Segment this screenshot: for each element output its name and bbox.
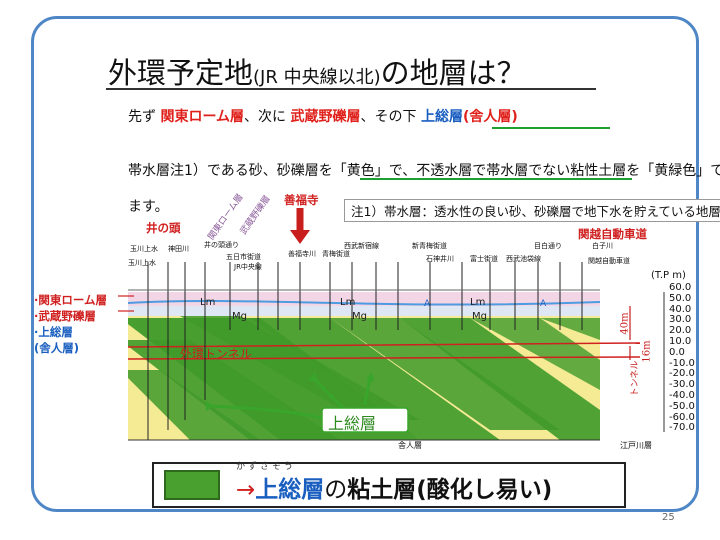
clay-stripes: [128, 316, 600, 440]
axis-tick-label: 30.0: [669, 314, 692, 326]
gravel-band: [128, 306, 600, 316]
shirato-label: 舎人層: [398, 441, 422, 450]
axis-tick-label: -60.0: [669, 411, 695, 423]
axis-tick-label: -10.0: [669, 357, 695, 369]
loam-band: [128, 292, 600, 306]
kazusa-arrowhead-1: [206, 401, 214, 411]
caption-line-1: 帯水層注1）である砂、砂礫層を「黄色」で、不透水層で帯水層でない粘性土層を「黄緑…: [128, 163, 720, 179]
intro-kazusa: 上総層: [420, 109, 463, 125]
caption-underline: [360, 178, 632, 180]
road-label-15: 関越自動車道: [588, 257, 630, 265]
road-label-9: 新青梅街道: [412, 242, 447, 250]
layer-mg-2: Mg: [352, 311, 367, 322]
title-main-a: 外環予定地: [108, 56, 254, 90]
legend-ruby: かずさそう: [236, 462, 297, 472]
axis-tick-label: -70.0: [669, 422, 695, 434]
intro-underline: [492, 127, 610, 129]
axis-tick-label: -40.0: [669, 390, 695, 401]
axis-tick-label: 0.0: [669, 346, 685, 358]
legend-clay: 粘土層: [347, 477, 417, 503]
axis-tick-label: 10.0: [669, 336, 692, 347]
legend-box: [152, 462, 626, 508]
title-paren: (JR 中央線以北): [253, 67, 381, 88]
road-label-8: 西武新宿線: [344, 242, 379, 250]
axis-tick-label: -50.0: [669, 400, 695, 412]
label-inokashira: 井の頭: [146, 221, 181, 235]
road-label-2: 神田川: [168, 245, 189, 253]
legend-text: →上総層の粘土層(酸化し易い): [236, 470, 552, 504]
kazusa-handwritten-label: 上総層: [328, 414, 377, 433]
depth-label-tunnel: トンネル: [630, 360, 641, 397]
intro-shirato: (舎人層): [462, 109, 518, 125]
kazusa-arrowhead-2: [308, 372, 316, 382]
road-label-12: 西武池袋線: [506, 255, 541, 263]
axis-unit: (T.P m): [651, 270, 686, 281]
footnote-box: 注1）帯水層：透水性の良い砂、砂礫層で地下水を貯えている地層。: [344, 199, 720, 222]
side-label-shirato: (舎人層): [34, 341, 80, 355]
zenpukuji-arrow-head: [290, 230, 310, 244]
depth-label-16m: 16m: [641, 340, 653, 363]
tunnel-label: 外環トンネル: [180, 347, 252, 361]
edogawa-label: 江戸川層: [620, 441, 652, 450]
road-label-10: 石神井川: [426, 255, 454, 263]
tunnel-bottom-line: [127, 356, 641, 360]
road-label-1: 玉川上水: [128, 259, 156, 267]
road-label-5: JR中央線: [234, 263, 262, 271]
intro-text-2: 、次に: [244, 109, 287, 125]
intro-musashino-gravel: 武蔵野礫層: [290, 109, 361, 125]
layer-a-1: A: [424, 299, 431, 309]
title-underline: [106, 88, 596, 90]
axis-tick-label: 40.0: [669, 303, 692, 315]
tunnel-top-line: [127, 342, 641, 348]
legend-arrow: →: [236, 477, 256, 503]
kazusa-bubble: [321, 407, 409, 433]
label-zenpukuji: 善福寺: [284, 193, 319, 207]
side-label-kazusa: ·上総層: [34, 325, 73, 339]
label-kanetsu: 関越自動車道: [578, 227, 647, 241]
road-label-7: 青梅街道: [322, 250, 350, 258]
caption-line-2: ます。: [128, 199, 169, 215]
legend-paren: (酸化し易い): [416, 477, 553, 503]
page-number: 25: [662, 512, 675, 523]
road-label-4: 五日市街道: [226, 253, 261, 261]
depth-label-40m: 40m: [619, 312, 631, 335]
borehole-lines: [147, 262, 583, 440]
road-label-3: 井の頭通り: [204, 241, 239, 249]
axis-tick-label: -30.0: [669, 379, 695, 391]
axis-tick-label: 50.0: [669, 292, 692, 304]
legend-no: の: [324, 477, 348, 503]
intro-line: 先ず 関東ローム層、次に 武蔵野礫層、その下 上総層(舎人層): [128, 106, 518, 126]
layer-mg-1: Mg: [232, 311, 247, 322]
legend-green-swatch: [164, 470, 220, 500]
road-label-0: 玉川上水: [130, 245, 158, 253]
side-label-musashino: ·武蔵野礫層: [34, 309, 96, 323]
side-label-kanto-loam: ·関東ローム層: [34, 293, 108, 307]
intro-text-3: 、その下: [360, 109, 417, 125]
slide-title: 外環予定地(JR 中央線以北)の地層は？: [108, 50, 526, 92]
layer-mg-3: Mg: [472, 311, 487, 322]
title-main-b: の地層は？: [380, 56, 526, 90]
intro-kanto-loam: 関東ローム層: [160, 109, 245, 125]
intro-text-1: 先ず: [128, 109, 156, 125]
kazusa-arrowhead-3: [366, 372, 374, 382]
layer-lm-1: Lm: [200, 297, 216, 308]
road-label-6: 善福寺川: [288, 250, 316, 258]
axis-tick-label: 60.0: [669, 282, 692, 293]
road-label-13: 目白通り: [534, 242, 562, 250]
road-label-14: 白子川: [592, 242, 613, 250]
legend-kazusa: 上総層: [255, 477, 325, 503]
axis-tick-label: -20.0: [669, 368, 695, 380]
layer-lm-3: Lm: [470, 297, 486, 308]
layer-lm-2: Lm: [340, 297, 356, 308]
axis-tick-label: 20.0: [669, 325, 692, 337]
layer-a-2: A: [540, 299, 547, 309]
road-label-11: 富士街道: [470, 255, 498, 263]
